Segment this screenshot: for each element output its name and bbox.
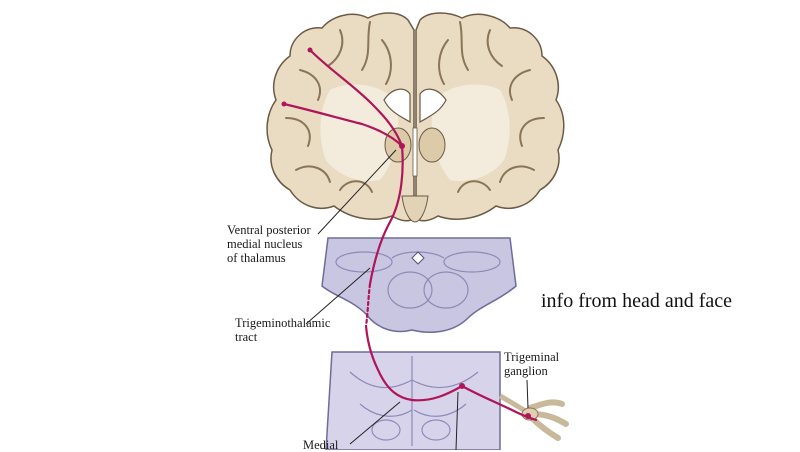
trigeminothalamic-lower xyxy=(364,324,464,402)
nucleus-leader xyxy=(455,391,459,450)
ganglion-leader xyxy=(526,379,529,409)
ganglion-cell-dot xyxy=(525,413,531,419)
tract-leader xyxy=(305,267,371,325)
medulla-structures xyxy=(349,356,479,446)
coronal-brain-section xyxy=(266,12,565,223)
cortical-branch xyxy=(282,102,404,148)
pons-structures xyxy=(335,251,501,309)
trigeminal-pathway xyxy=(281,47,538,422)
thalamus-right xyxy=(418,127,446,163)
label-medial-line-1: Medial xyxy=(303,438,339,452)
slide-caption: info from head and face xyxy=(541,290,733,312)
medial-leader xyxy=(349,401,401,445)
cortex-terminal-dot xyxy=(307,47,313,53)
label-tract-line-2: tract xyxy=(235,330,258,344)
brainstem-stub xyxy=(401,195,429,223)
cortical-sulci xyxy=(285,21,545,193)
label-medial: Medial xyxy=(303,438,338,452)
label-trigeminothalamic-tract: Trigeminothalamic tract xyxy=(235,316,330,344)
pons-section xyxy=(321,237,517,333)
label-vpm-line-2: medial nucleus xyxy=(227,237,303,251)
ganglion-afferent xyxy=(460,384,538,422)
trigeminal-nerve xyxy=(498,393,569,441)
thalamus-left xyxy=(384,127,412,163)
label-vpm-nucleus: Ventral posterior medial nucleus of thal… xyxy=(227,223,311,265)
white-matter xyxy=(320,84,510,182)
label-tract-line-1: Trigeminothalamic xyxy=(235,316,331,330)
label-vpm-line-3: of thalamus xyxy=(227,251,286,265)
leader-lines xyxy=(305,149,529,450)
vpm-leader xyxy=(317,149,397,235)
third-ventricle xyxy=(412,127,418,177)
label-ganglion-line-2: ganglion xyxy=(504,364,548,378)
vpm-synapse-dot xyxy=(399,143,405,149)
nucleus-synapse-dot xyxy=(459,383,465,389)
aqueduct xyxy=(411,251,425,265)
cortex-branch-dot xyxy=(281,101,287,107)
lateral-ventricle-left xyxy=(383,88,411,124)
label-vpm-line-1: Ventral posterior xyxy=(227,223,311,237)
cortical-projection xyxy=(308,48,404,148)
thalamocortical-segment xyxy=(368,144,404,286)
label-trigeminal-ganglion: Trigeminal ganglion xyxy=(504,350,559,378)
trigeminothalamic-dashed xyxy=(364,282,372,328)
label-ganglion-line-1: Trigeminal xyxy=(504,350,560,364)
pons-outline xyxy=(321,237,517,333)
lateral-ventricle-right xyxy=(419,88,447,124)
